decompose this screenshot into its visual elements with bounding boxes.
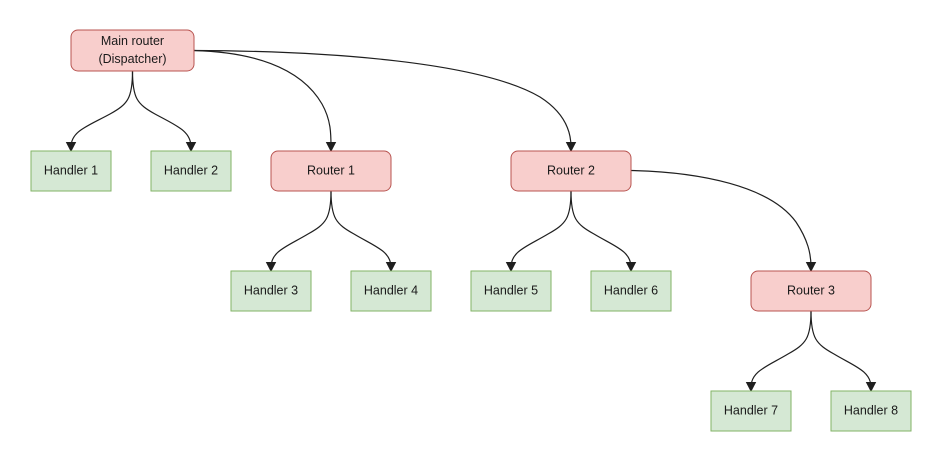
edge-main-router-to-router-2 [193,49,572,148]
arrowhead-handler-7 [745,382,757,393]
node-shape-handler-7 [710,390,792,432]
node-handler-3[interactable]: Handler 3 [230,270,312,312]
edge-router-2-to-router-3 [630,169,812,268]
edges-layer [65,49,877,393]
node-sublabel-main-router: (Dispatcher) [98,52,166,66]
edge-main-router-to-handler-1 [70,70,134,148]
edge-router-1-to-handler-4 [330,190,392,268]
edge-router-1-to-handler-3 [270,190,332,268]
node-shape-handler-2 [150,150,232,192]
node-shape-handler-4 [350,270,432,312]
node-handler-8[interactable]: Handler 8 [830,390,912,432]
nodes-layer: Main router (Dispatcher) Handler 1 Handler … [30,29,912,432]
node-shape-handler-1 [30,150,112,192]
edge-main-router-to-router-1 [193,49,332,148]
node-label-handler-7: Handler 7 [724,403,778,417]
node-label-main-router: Main router [101,34,164,48]
node-router-2[interactable]: Router 2 [510,150,632,192]
arrowhead-router-3 [805,262,817,273]
node-handler-2[interactable]: Handler 2 [150,150,232,192]
node-label-router-1: Router 1 [307,163,355,177]
arrowhead-handler-2 [185,142,197,153]
node-shape-handler-8 [830,390,912,432]
node-handler-5[interactable]: Handler 5 [470,270,552,312]
node-label-handler-5: Handler 5 [484,283,538,297]
node-shape-router-1 [270,150,392,192]
node-handler-7[interactable]: Handler 7 [710,390,792,432]
node-label-handler-6: Handler 6 [604,283,658,297]
node-shape-handler-6 [590,270,672,312]
arrowhead-handler-3 [265,262,277,273]
edge-router-3-to-handler-7 [750,310,812,388]
arrowhead-router-2 [565,142,577,153]
node-handler-4[interactable]: Handler 4 [350,270,432,312]
node-shape-handler-3 [230,270,312,312]
node-label-handler-8: Handler 8 [844,403,898,417]
edge-router-2-to-handler-6 [570,190,632,268]
node-shape-main-router [70,29,195,72]
arrowhead-handler-6 [625,262,637,273]
node-label-handler-3: Handler 3 [244,283,298,297]
arrowhead-handler-8 [865,382,877,393]
node-label-router-2: Router 2 [547,163,595,177]
node-router-1[interactable]: Router 1 [270,150,392,192]
node-shape-handler-5 [470,270,552,312]
node-shape-router-2 [510,150,632,192]
edge-router-2-to-handler-5 [510,190,572,268]
node-router-3[interactable]: Router 3 [750,270,872,312]
arrowhead-handler-4 [385,262,397,273]
node-handler-1[interactable]: Handler 1 [30,150,112,192]
arrowhead-router-1 [325,142,337,153]
node-label-router-3: Router 3 [787,283,835,297]
node-handler-6[interactable]: Handler 6 [590,270,672,312]
node-main-router[interactable]: Main router (Dispatcher) [70,29,195,72]
node-label-handler-4: Handler 4 [364,283,418,297]
arrowhead-handler-5 [505,262,517,273]
edge-router-3-to-handler-8 [810,310,872,388]
node-shape-router-3 [750,270,872,312]
arrowhead-handler-1 [65,142,77,153]
node-label-handler-2: Handler 2 [164,163,218,177]
edge-main-router-to-handler-2 [131,70,192,148]
node-label-handler-1: Handler 1 [44,163,98,177]
